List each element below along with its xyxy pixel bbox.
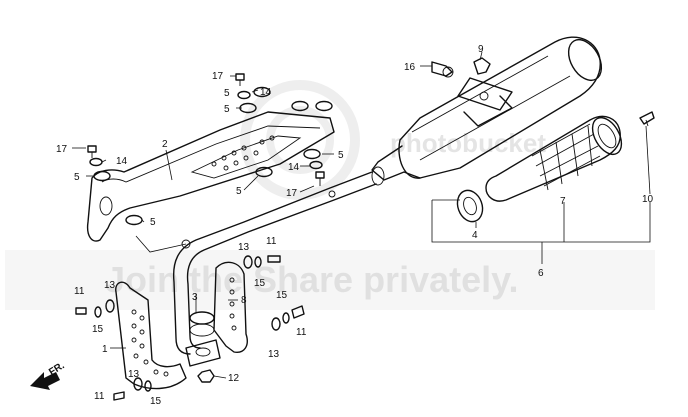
- callout-16: 16: [404, 62, 416, 73]
- callout-1: 1: [102, 344, 108, 355]
- leader-lines: [72, 51, 651, 379]
- callout-15d: 15: [150, 396, 162, 407]
- callouts: 1 2 3 4 5 5 5 5 5 5 6 7 8 9 10 11 11 11 …: [56, 44, 654, 407]
- callout-14b: 14: [116, 156, 128, 167]
- callout-5b: 5: [74, 172, 80, 183]
- callout-6: 6: [538, 268, 544, 279]
- callout-12: 12: [228, 373, 240, 384]
- callout-15b: 15: [276, 290, 288, 301]
- callout-13c: 13: [104, 280, 116, 291]
- callout-5a: 5: [224, 104, 230, 115]
- callout-15a: 15: [254, 278, 266, 289]
- callout-10: 10: [642, 194, 654, 205]
- callout-7: 7: [560, 196, 566, 207]
- callout-15c: 15: [92, 324, 104, 335]
- tailpipe: [485, 115, 623, 202]
- watermark-swirl-icon: [240, 80, 360, 200]
- watermark-banner: [5, 250, 655, 310]
- callout-11c: 11: [74, 286, 85, 297]
- callout-5f: 5: [224, 88, 230, 99]
- heat-shield-middle: [213, 261, 248, 353]
- callout-11b: 11: [296, 327, 307, 338]
- callout-4: 4: [472, 230, 478, 241]
- heat-shield-upper: [86, 111, 335, 242]
- callout-5e: 5: [150, 217, 156, 228]
- front-arrow-icon: [30, 372, 60, 390]
- callout-17a: 17: [212, 71, 224, 82]
- muffler: [371, 36, 603, 186]
- callout-14a: 14: [260, 87, 272, 98]
- clip-9: [473, 57, 491, 75]
- callout-17c: 17: [286, 188, 298, 199]
- watermark-brand: photobucket: [390, 128, 546, 158]
- lower-shield-holes: [131, 309, 169, 377]
- callout-13a: 13: [238, 242, 250, 253]
- callout-14c: 14: [288, 162, 300, 173]
- watermark-tagline: Join the Share privately.: [105, 259, 518, 300]
- callout-11a: 11: [266, 236, 277, 247]
- front-direction-indicator: FR.: [30, 360, 67, 390]
- callout-3: 3: [192, 292, 198, 303]
- callout-5c: 5: [338, 150, 344, 161]
- callout-17b: 17: [56, 144, 68, 155]
- callout-9: 9: [478, 44, 484, 55]
- callout-2: 2: [162, 139, 168, 150]
- callout-5d: 5: [236, 186, 242, 197]
- exhaust-flange: [185, 311, 221, 367]
- callout-11d: 11: [94, 391, 105, 402]
- bolt-16: [431, 61, 454, 78]
- callout-13b: 13: [268, 349, 280, 360]
- bolt-10: [639, 111, 655, 127]
- shield-holes: [211, 135, 275, 171]
- callout-13d: 13: [128, 369, 140, 380]
- callout-8: 8: [241, 295, 247, 306]
- gasket-ring: [456, 189, 484, 223]
- watermark: photobucket Join the Share privately.: [5, 80, 655, 310]
